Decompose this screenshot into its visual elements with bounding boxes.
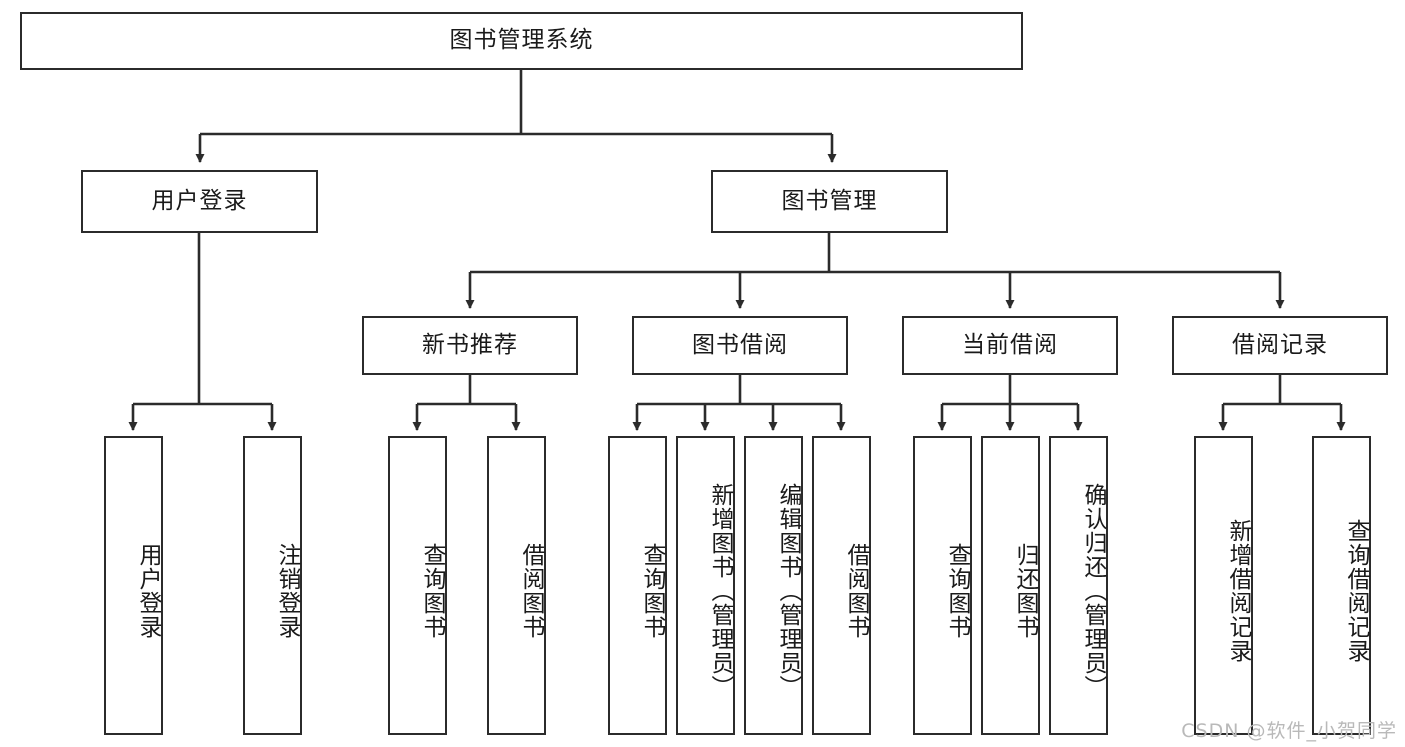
node-level3-3-label: 借阅记录 bbox=[1232, 331, 1328, 358]
node-leaf-3[interactable]: 借阅图书 bbox=[487, 436, 546, 735]
node-level3-0-label: 新书推荐 bbox=[422, 331, 518, 358]
node-level3-1[interactable]: 图书借阅 bbox=[632, 316, 848, 375]
node-leaf-9[interactable]: 归还图书 bbox=[981, 436, 1040, 735]
node-leaf-7[interactable]: 借阅图书 bbox=[812, 436, 871, 735]
node-leaf-5[interactable]: 新增图书（管理员） bbox=[676, 436, 735, 735]
node-leaf-4[interactable]: 查询图书 bbox=[608, 436, 667, 735]
node-level3-2[interactable]: 当前借阅 bbox=[902, 316, 1118, 375]
node-leaf-12[interactable]: 查询借阅记录 bbox=[1312, 436, 1371, 735]
node-leaf-8[interactable]: 查询图书 bbox=[913, 436, 972, 735]
node-leaf-5-label: 新增图书（管理员） bbox=[707, 482, 733, 699]
node-leaf-0[interactable]: 用户登录 bbox=[104, 436, 163, 735]
node-level3-0[interactable]: 新书推荐 bbox=[362, 316, 578, 375]
node-leaf-11[interactable]: 新增借阅记录 bbox=[1194, 436, 1253, 735]
node-leaf-12-label: 查询借阅记录 bbox=[1343, 518, 1369, 663]
node-leaf-11-label: 新增借阅记录 bbox=[1225, 518, 1251, 663]
node-level2-0[interactable]: 用户登录 bbox=[81, 170, 318, 233]
node-leaf-9-label: 归还图书 bbox=[1012, 542, 1038, 639]
node-leaf-1-label: 注销登录 bbox=[274, 542, 300, 639]
csdn-watermark: CSDN @软件_小贺同学 bbox=[1181, 720, 1397, 742]
node-leaf-6-label: 编辑图书（管理员） bbox=[775, 482, 801, 699]
node-leaf-2[interactable]: 查询图书 bbox=[388, 436, 447, 735]
node-leaf-0-label: 用户登录 bbox=[135, 542, 161, 639]
node-leaf-7-label: 借阅图书 bbox=[843, 542, 869, 639]
node-leaf-1[interactable]: 注销登录 bbox=[243, 436, 302, 735]
node-level2-1[interactable]: 图书管理 bbox=[711, 170, 948, 233]
node-level2-0-label: 用户登录 bbox=[151, 187, 248, 214]
node-leaf-2-label: 查询图书 bbox=[419, 542, 445, 639]
node-leaf-6[interactable]: 编辑图书（管理员） bbox=[744, 436, 803, 735]
node-leaf-3-label: 借阅图书 bbox=[518, 542, 544, 639]
node-leaf-10[interactable]: 确认归还（管理员） bbox=[1049, 436, 1108, 735]
node-leaf-8-label: 查询图书 bbox=[944, 542, 970, 639]
node-level3-1-label: 图书借阅 bbox=[692, 331, 788, 358]
node-level3-3[interactable]: 借阅记录 bbox=[1172, 316, 1388, 375]
node-level3-2-label: 当前借阅 bbox=[962, 331, 1058, 358]
node-leaf-10-label: 确认归还（管理员） bbox=[1080, 482, 1106, 699]
node-leaf-4-label: 查询图书 bbox=[639, 542, 665, 639]
node-level2-1-label: 图书管理 bbox=[781, 187, 878, 214]
node-root[interactable]: 图书管理系统 bbox=[20, 12, 1023, 70]
node-root-label: 图书管理系统 bbox=[449, 27, 594, 54]
